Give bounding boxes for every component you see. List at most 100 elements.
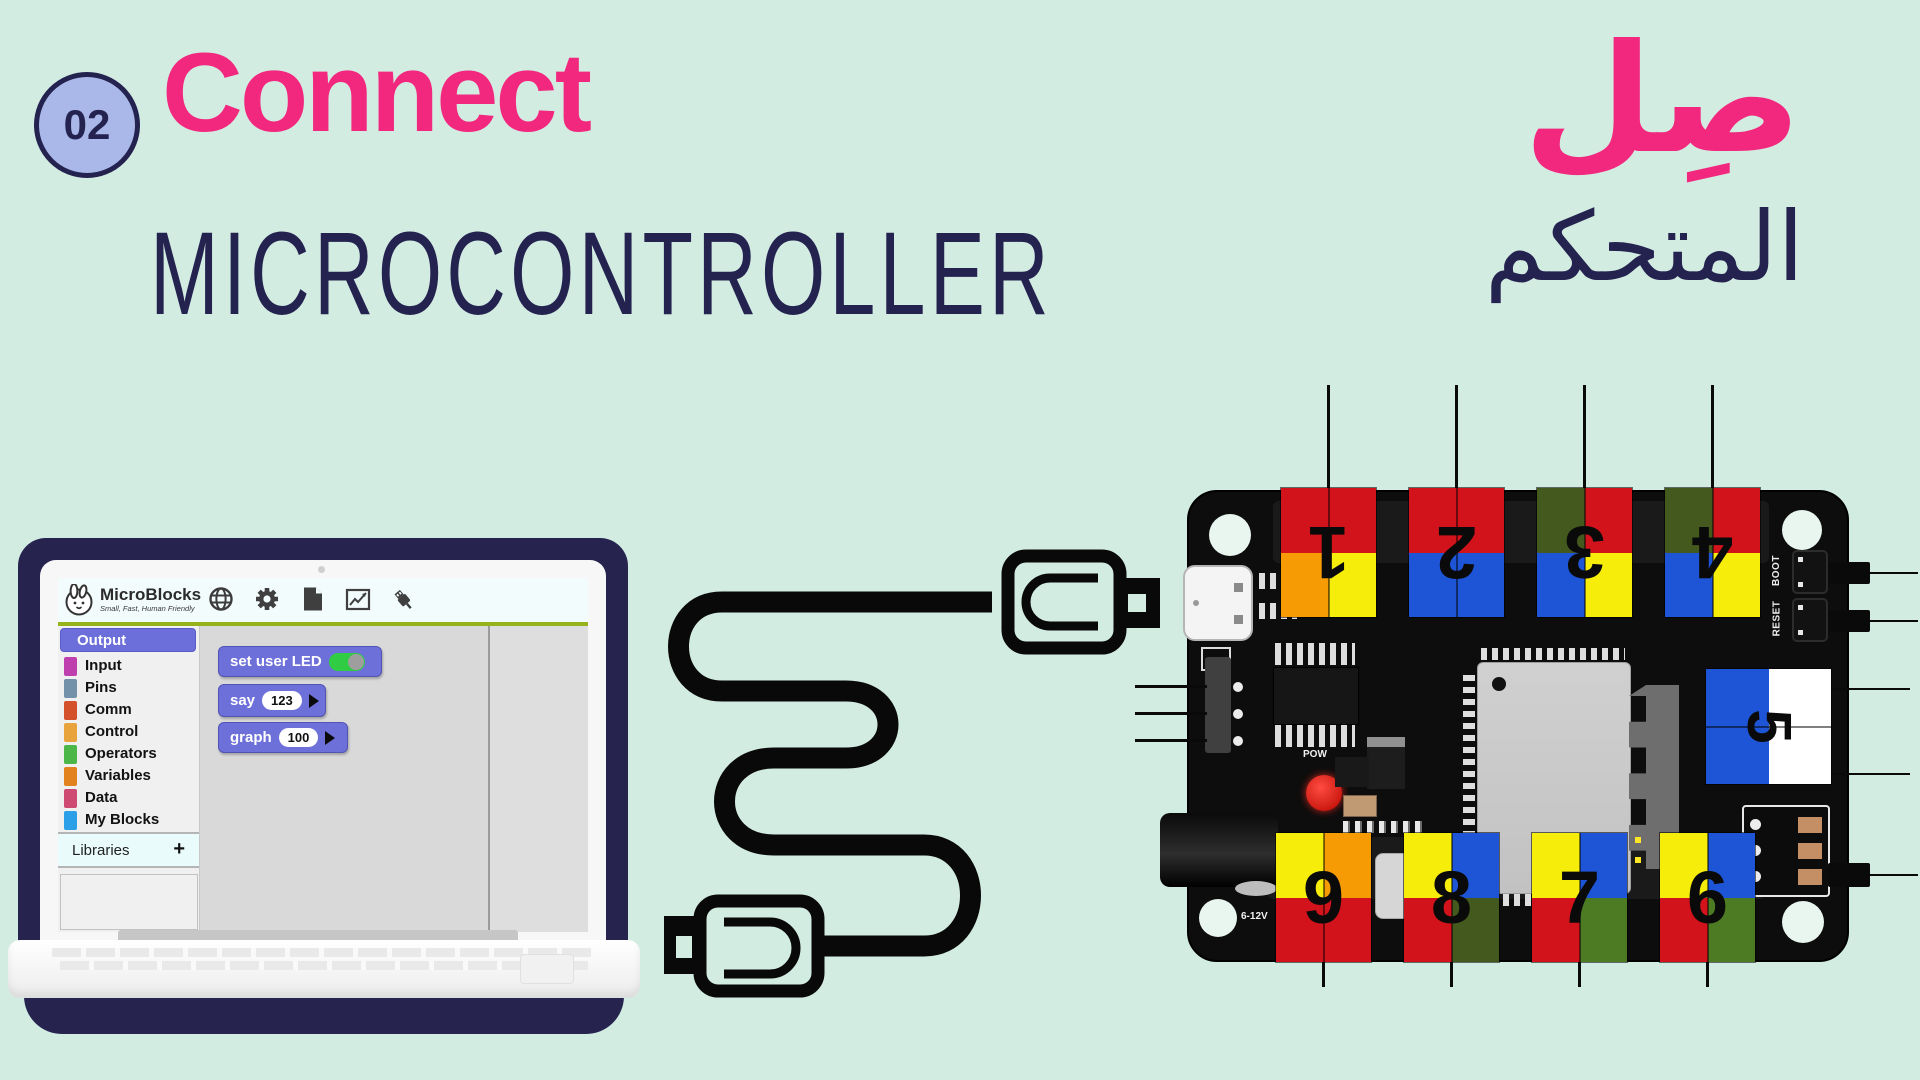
terminal-number: 7 (1558, 856, 1601, 939)
microblocks-tagline: Small, Fast, Human Friendly (100, 604, 195, 613)
led-toggle[interactable] (328, 652, 365, 671)
add-library-button[interactable]: + (173, 838, 185, 860)
keyboard-row (60, 961, 588, 970)
terminal-number: 1 (1307, 511, 1350, 594)
chip-pins (1481, 648, 1625, 660)
page-subtitle: MICROCONTROLLER (150, 208, 1053, 340)
microblocks-rabbit-logo-icon (65, 584, 93, 616)
libraries-label: Libraries (72, 842, 130, 859)
graph-icon[interactable] (345, 586, 371, 612)
terminal-wire (1327, 385, 1330, 490)
terminal-number: 9 (1302, 856, 1345, 939)
terminal-wire (1583, 385, 1586, 490)
block-set-user-led[interactable]: set user LED (218, 646, 382, 677)
regulator-tab (1367, 737, 1405, 747)
solder-dot (1635, 857, 1641, 863)
category-control[interactable]: Control (58, 722, 199, 744)
ic-legs (1275, 725, 1355, 747)
smd-ic (1335, 757, 1369, 787)
usb-c-port (1183, 565, 1253, 641)
terminal-stem (1828, 863, 1870, 887)
chip-pins (1463, 669, 1475, 885)
usb-plug-icon[interactable] (390, 586, 416, 612)
usb-c-contact (1234, 615, 1243, 624)
category-sidebar: Output Input Pins Comm Control Operators… (58, 626, 200, 932)
terminal-number: 3 (1563, 511, 1606, 594)
voltage-label: 6-12V (1241, 911, 1268, 922)
pin-lead (1135, 739, 1207, 742)
terminal-block-1: 1 (1280, 487, 1377, 618)
expand-arrow-icon[interactable] (308, 693, 319, 708)
category-operators[interactable]: Operators (58, 744, 199, 766)
block-graph[interactable]: graph 100 (218, 722, 348, 753)
block-value-input[interactable]: 123 (262, 691, 302, 710)
capacitor (1343, 795, 1377, 817)
microblocks-app-name: MicroBlocks (100, 585, 202, 604)
screw-terminal-box (1742, 805, 1830, 897)
terminal-number: 8 (1430, 856, 1473, 939)
page-title: Connect (162, 30, 592, 155)
laptop-camera-dot (318, 566, 325, 573)
libraries-bar[interactable]: Libraries + (58, 832, 199, 868)
terminal-block-6: 6 (1659, 832, 1756, 963)
page-title-arabic: صِل (1523, 13, 1802, 187)
keyboard-row (52, 948, 592, 957)
category-my-blocks[interactable]: My Blocks (58, 810, 199, 832)
category-color-swatch (64, 701, 77, 720)
category-input[interactable]: Input (58, 656, 199, 678)
file-icon[interactable] (300, 586, 326, 612)
category-data[interactable]: Data (58, 788, 199, 810)
laptop-base-bottom (24, 992, 624, 1034)
sidebar-empty-panel (60, 874, 198, 930)
menu-divider-bar (58, 622, 588, 626)
terminal-number: 5 (1734, 709, 1803, 744)
pin-lead (1135, 685, 1207, 688)
terminal-wire (1706, 961, 1709, 987)
pin-lead (1135, 712, 1207, 715)
terminal-wire (1711, 385, 1714, 490)
terminal-block-2: 2 (1408, 487, 1505, 618)
category-variables[interactable]: Variables (58, 766, 199, 788)
gear-icon[interactable] (254, 586, 280, 612)
mounting-hole (1209, 514, 1251, 556)
category-color-swatch (64, 789, 77, 808)
terminal-block-4: 4 (1664, 487, 1761, 618)
category-comm[interactable]: Comm (58, 700, 199, 722)
copper-pad (1798, 843, 1822, 859)
block-value-input[interactable]: 100 (278, 728, 319, 747)
barrel-jack-tab (1235, 881, 1277, 896)
scripts-pane (488, 626, 588, 932)
category-color-swatch (64, 811, 77, 830)
lead-line (1832, 773, 1910, 775)
copper-pad (1798, 817, 1822, 833)
boot-pin-stem (1828, 562, 1870, 584)
terminal-block-7: 7 (1531, 832, 1628, 963)
usb-c-contact (1234, 583, 1243, 592)
category-output-selected[interactable]: Output (60, 628, 196, 652)
category-pins[interactable]: Pins (58, 678, 199, 700)
terminal-wire (1450, 961, 1453, 987)
component-row (1343, 821, 1427, 833)
lead-line (1870, 874, 1918, 876)
pin-pad (1233, 736, 1243, 746)
ic-legs (1275, 643, 1355, 665)
expand-arrow-icon[interactable] (325, 730, 336, 745)
terminal-block-3: 3 (1536, 487, 1633, 618)
reset-pin-stem (1828, 610, 1870, 632)
lead-line (1870, 572, 1918, 574)
solder-dot (1635, 837, 1641, 843)
page-subtitle-arabic: المتحكم (1484, 191, 1804, 303)
globe-icon[interactable] (208, 586, 234, 612)
terminal-number: 2 (1435, 511, 1478, 594)
step-number: 02 (63, 101, 111, 148)
block-say[interactable]: say 123 (218, 684, 326, 717)
boot-pin-header (1792, 550, 1828, 594)
pin-pad (1233, 709, 1243, 719)
voltage-regulator (1367, 737, 1405, 789)
block-label: graph (230, 729, 272, 746)
category-color-swatch (64, 723, 77, 742)
usb-connector-bottom (664, 894, 825, 998)
screw-pad (1750, 819, 1761, 830)
cable-cord (668, 591, 992, 957)
pin-pad (1233, 682, 1243, 692)
